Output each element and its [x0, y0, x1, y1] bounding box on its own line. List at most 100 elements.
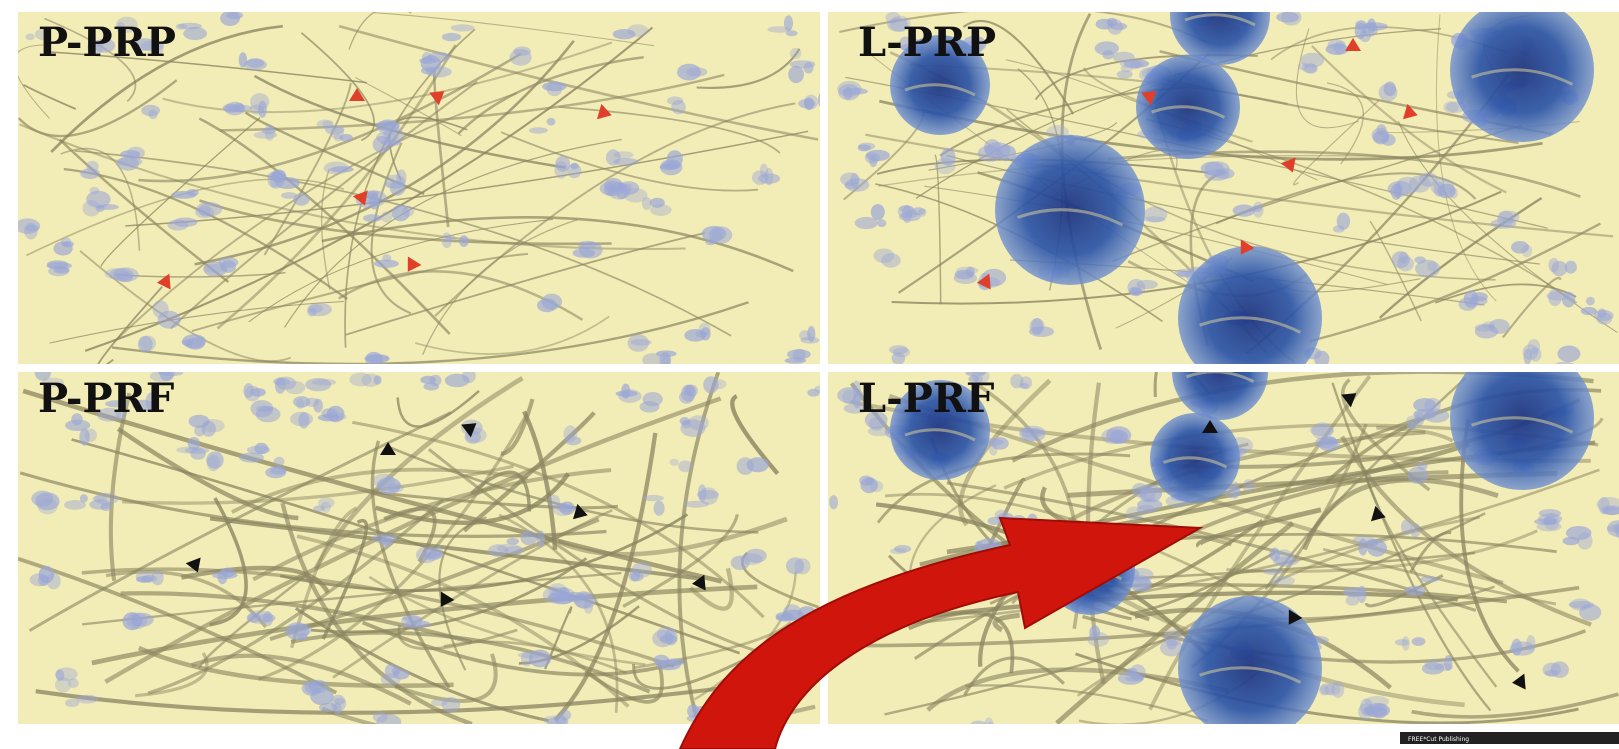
platelet-cluster — [317, 405, 347, 423]
platelet-cluster — [1297, 52, 1325, 74]
fibrin-fiber — [81, 567, 675, 668]
arrowhead-marker — [692, 574, 706, 591]
platelet-cluster — [53, 237, 74, 256]
platelet-cluster — [80, 160, 101, 180]
platelet-cluster — [444, 372, 476, 388]
leukocyte-group — [890, 12, 1594, 364]
platelet-cluster — [421, 66, 452, 78]
arrowhead-marker — [572, 503, 588, 520]
platelet-cluster — [441, 24, 475, 42]
arrowhead-marker — [1512, 673, 1526, 690]
platelet-cluster — [784, 348, 811, 364]
platelet-cluster — [441, 232, 469, 249]
platelet-cluster — [542, 81, 567, 97]
platelet-cluster — [1371, 124, 1396, 146]
leukocyte — [1150, 413, 1240, 503]
platelet-cluster — [767, 15, 798, 37]
platelet-cluster — [1095, 17, 1128, 35]
platelet-cluster — [730, 548, 767, 570]
fibrin-fiber — [290, 630, 651, 694]
platelet-cluster — [854, 204, 887, 230]
platelet-cluster — [1509, 635, 1536, 656]
platelet-cluster — [1223, 479, 1256, 499]
platelet-cluster — [1568, 598, 1602, 621]
fibrin-fiber — [1411, 692, 1619, 719]
platelet-cluster — [629, 562, 652, 582]
fibrin-fiber — [170, 80, 478, 330]
fibrin-fiber — [946, 481, 1477, 612]
fibrin-fiber — [1076, 515, 1480, 697]
platelet-cluster — [1160, 629, 1183, 657]
platelet-cluster — [652, 626, 678, 648]
platelet-cluster — [290, 411, 313, 429]
platelet-cluster — [181, 334, 207, 350]
platelet-cluster — [1407, 462, 1429, 484]
fibrin-fiber — [162, 41, 613, 114]
arrowhead-marker — [1345, 38, 1361, 51]
platelet-cluster — [528, 117, 556, 134]
platelet-cluster — [1087, 625, 1109, 647]
platelet-cluster — [970, 717, 994, 724]
panel-label-l-prf: L-PRF — [858, 375, 994, 422]
platelet-cluster — [1101, 426, 1132, 444]
platelet-cluster — [371, 533, 398, 548]
platelet-cluster — [220, 12, 244, 26]
fibrin-fiber — [1309, 222, 1601, 343]
fibrin-network — [18, 12, 819, 364]
fibrin-fiber — [46, 51, 367, 84]
arrowhead-marker — [380, 442, 396, 455]
platelet-cluster — [1414, 256, 1441, 278]
fibrin-fiber — [394, 653, 498, 703]
fibrin-fiber — [209, 497, 248, 627]
platelet-cluster — [788, 62, 814, 84]
leukocyte — [1172, 372, 1268, 420]
platelet-cluster — [253, 124, 278, 141]
platelet-cluster — [188, 414, 225, 437]
leukocyte — [890, 380, 990, 480]
platelet-cluster — [1542, 661, 1569, 678]
fibrin-fiber — [219, 73, 725, 132]
platelet-cluster — [1511, 241, 1533, 258]
arrowhead-marker-group — [977, 38, 1418, 290]
platelet-cluster — [1404, 576, 1439, 596]
fibrin-fiber — [1215, 172, 1477, 225]
fibrin-fiber — [252, 467, 612, 582]
fibrin-fiber — [1341, 378, 1431, 492]
platelet-cluster — [864, 149, 890, 168]
platelet-cluster — [273, 376, 306, 395]
platelet-cluster — [1325, 39, 1349, 55]
platelet-cluster — [677, 63, 708, 81]
fibrin-fiber — [100, 117, 261, 267]
platelet-cluster — [752, 163, 781, 186]
arrowhead-marker — [185, 557, 201, 573]
platelet-cluster — [563, 425, 582, 446]
leukocyte — [1170, 12, 1270, 65]
platelet-cluster — [1391, 251, 1414, 272]
fibrin-fiber — [244, 111, 425, 196]
platelet-cluster — [267, 169, 287, 189]
fibrin-fiber — [338, 24, 819, 141]
platelet-cluster — [889, 545, 912, 555]
platelet-cluster — [1127, 278, 1158, 297]
fibrin-fiber — [257, 412, 529, 681]
fibrin-fiber — [457, 55, 644, 135]
fibrin-fiber — [310, 557, 588, 634]
platelet-cluster — [1276, 12, 1302, 26]
fibrin-fiber — [839, 12, 1207, 44]
panel-label-l-prp: L-PRP — [858, 19, 996, 66]
platelet-cluster — [372, 126, 404, 153]
platelet-cluster — [122, 612, 154, 631]
platelet-cluster — [807, 385, 820, 397]
platelet-cluster — [281, 192, 310, 206]
fibrin-fiber — [1292, 99, 1380, 186]
platelet-cluster — [362, 211, 393, 223]
platelet-cluster — [599, 178, 633, 197]
platelet-cluster — [293, 396, 323, 413]
platelet-cluster — [1019, 425, 1046, 442]
credit-text: FREE*Cut Publishing — [1408, 736, 1469, 743]
platelet-cluster — [141, 104, 161, 120]
platelet-cluster — [372, 473, 404, 495]
platelet-cluster — [563, 591, 597, 614]
fibrin-fiber — [370, 440, 451, 689]
leukocyte — [1178, 596, 1322, 724]
